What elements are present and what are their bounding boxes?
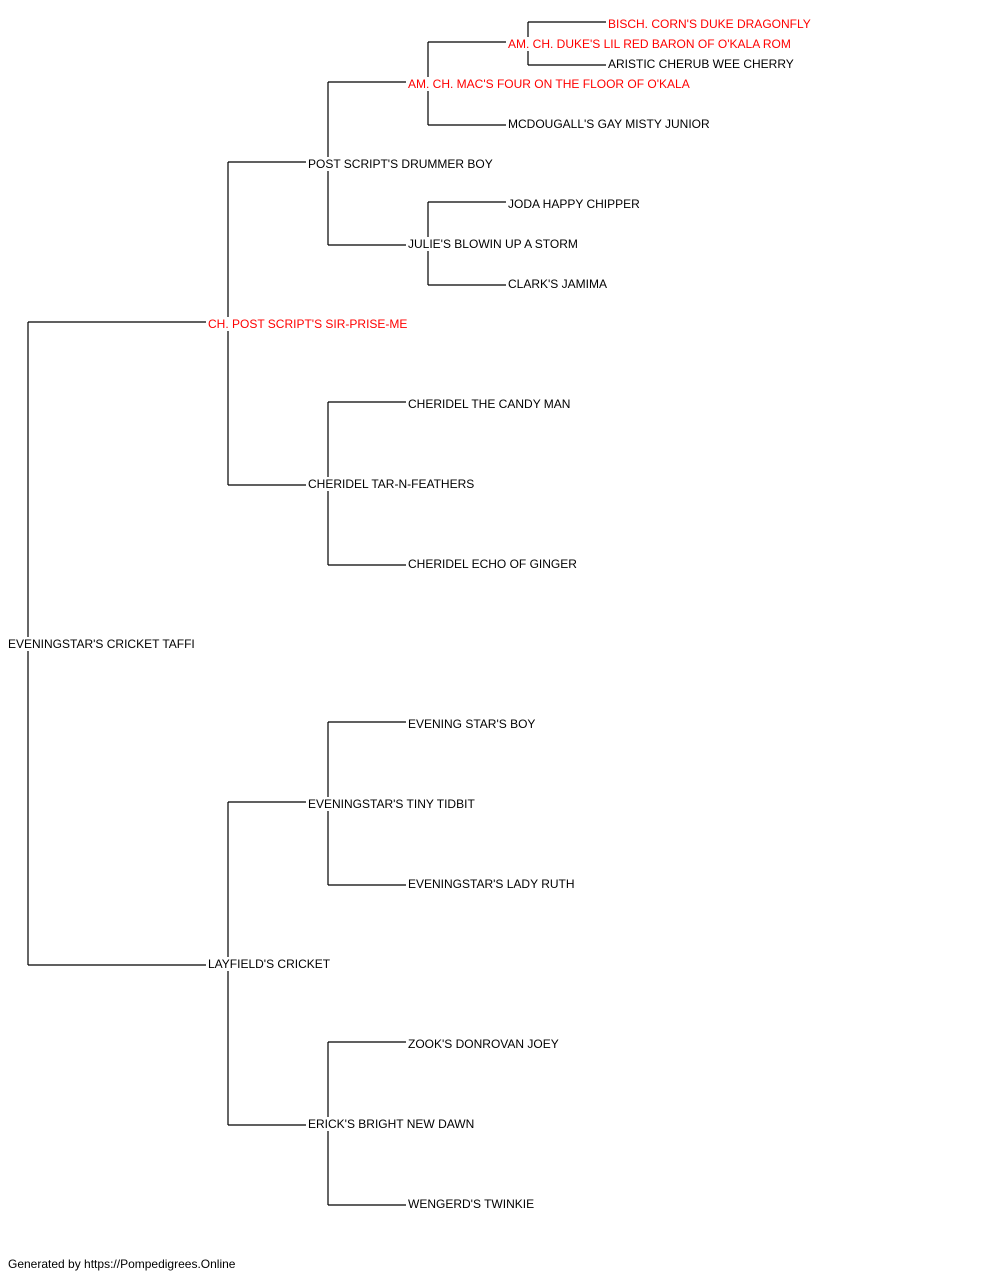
pedigree-node-s-s: POST SCRIPT'S DRUMMER BOY xyxy=(306,157,495,171)
footer-credit: Generated by https://Pompedigrees.Online xyxy=(8,1257,236,1271)
pedigree-node-d-d-s: ZOOK'S DONROVAN JOEY xyxy=(406,1037,561,1051)
pedigree-node-d-s: EVENINGSTAR'S TINY TIDBIT xyxy=(306,797,477,811)
pedigree-node-s-s-d-s: JODA HAPPY CHIPPER xyxy=(506,197,642,211)
pedigree-node-s-s-s-d: MCDOUGALL'S GAY MISTY JUNIOR xyxy=(506,117,712,131)
pedigree-node-s-s-s-s-s: BISCH. CORN'S DUKE DRAGONFLY xyxy=(606,17,813,31)
pedigree-node-d-s-s: EVENING STAR'S BOY xyxy=(406,717,538,731)
pedigree-node-s-s-s-s-d: ARISTIC CHERUB WEE CHERRY xyxy=(606,57,796,71)
pedigree-node-d-s-d: EVENINGSTAR'S LADY RUTH xyxy=(406,877,577,891)
pedigree-node-d-d-d: WENGERD'S TWINKIE xyxy=(406,1197,537,1211)
pedigree-node-s-s-d-d: CLARK'S JAMIMA xyxy=(506,277,609,291)
pedigree-node-d-d: ERICK'S BRIGHT NEW DAWN xyxy=(306,1117,477,1131)
pedigree-node-root: EVENINGSTAR'S CRICKET TAFFI xyxy=(6,637,197,651)
pedigree-node-d: LAYFIELD'S CRICKET xyxy=(206,957,333,971)
pedigree-node-s: CH. POST SCRIPT'S SIR-PRISE-ME xyxy=(206,317,410,331)
pedigree-node-s-s-s: AM. CH. MAC'S FOUR ON THE FLOOR OF O'KAL… xyxy=(406,77,692,91)
pedigree-node-s-s-d: JULIE'S BLOWIN UP A STORM xyxy=(406,237,580,251)
pedigree-node-s-d-s: CHERIDEL THE CANDY MAN xyxy=(406,397,573,411)
pedigree-node-s-d: CHERIDEL TAR-N-FEATHERS xyxy=(306,477,477,491)
pedigree-node-s-d-d: CHERIDEL ECHO OF GINGER xyxy=(406,557,579,571)
pedigree-node-s-s-s-s: AM. CH. DUKE'S LIL RED BARON OF O'KALA R… xyxy=(506,37,793,51)
